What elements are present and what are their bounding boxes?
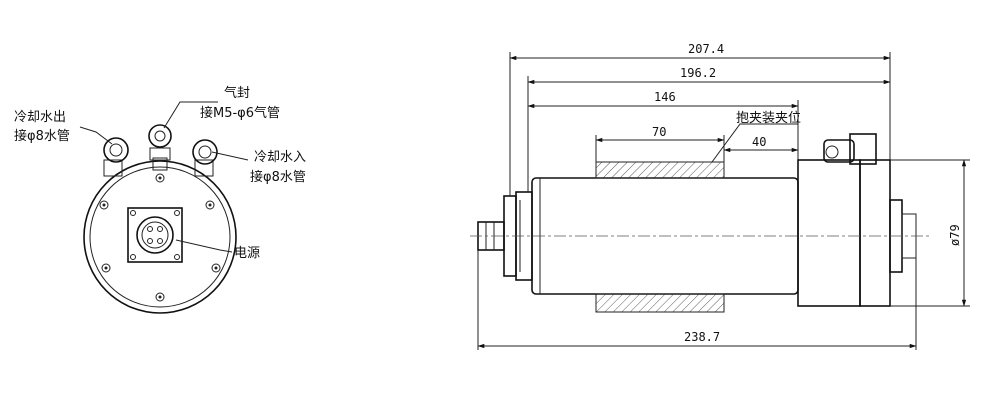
dim-146: 146 [654, 90, 676, 104]
dim-40: 40 [752, 135, 766, 149]
power-label: 电源 [234, 246, 260, 261]
dim-238-7: 238.7 [684, 330, 720, 344]
air-seal-label: 气封 [224, 85, 250, 101]
power-connector [127, 207, 183, 263]
dim-70: 70 [652, 125, 666, 139]
dimensions [477, 52, 970, 350]
front-view [79, 101, 249, 314]
air-seal-spec: 接M5-φ6气管 [200, 105, 280, 121]
coolant-in-spec: 接φ8水管 [250, 169, 306, 185]
bolt-holes [99, 173, 221, 302]
side-view [470, 133, 930, 313]
coolant-in-fitting [192, 139, 218, 177]
coolant-in-label: 冷却水入 [254, 150, 306, 165]
dim-207-4: 207.4 [688, 42, 724, 56]
coolant-out-fitting [103, 137, 129, 177]
coolant-out-spec: 接φ8水管 [14, 128, 70, 144]
coolant-out-label: 冷却水出 [14, 110, 66, 125]
clamp-position-label: 抱夹装夹位 [736, 110, 801, 126]
dim-196-2: 196.2 [680, 66, 716, 80]
dim-phi79: ø79 [948, 224, 962, 246]
air-seal-fitting [148, 124, 172, 171]
